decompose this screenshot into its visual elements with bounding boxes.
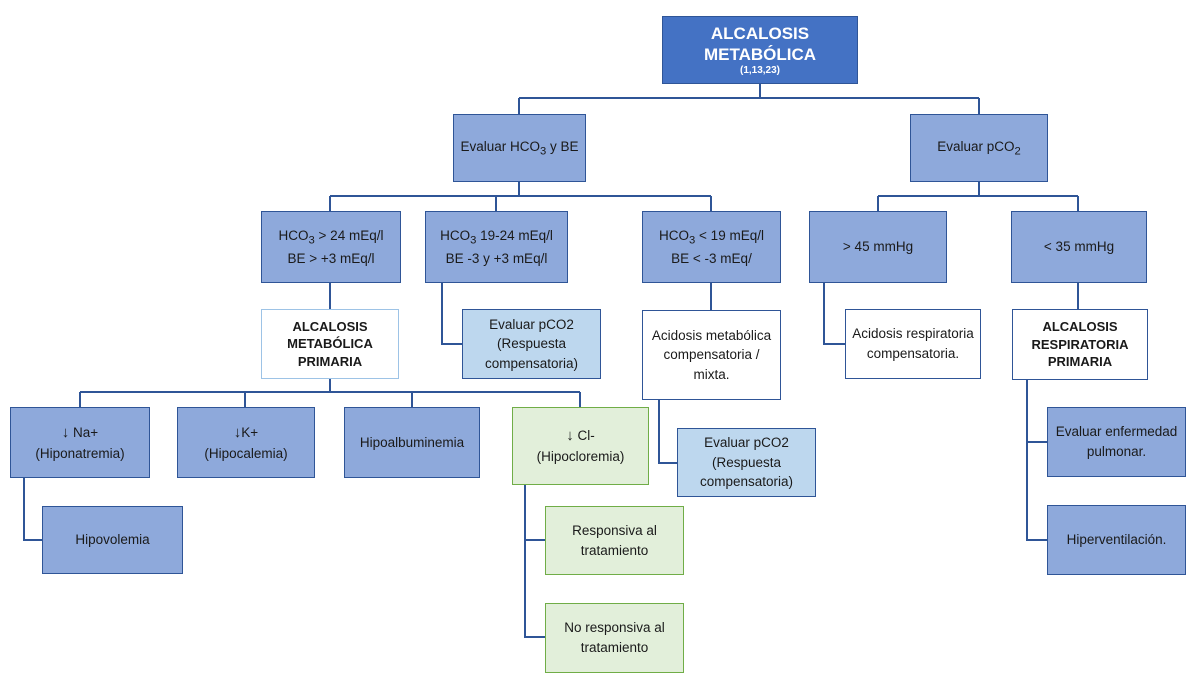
- hiperventilacion-box: Hiperventilación.: [1047, 505, 1186, 575]
- pco2-high-box: > 45 mmHg: [809, 211, 947, 283]
- alc-met-primaria-line2: METABÓLICA: [287, 336, 373, 352]
- acidosis-resp-line2: compensatoria.: [866, 346, 960, 361]
- eval-pco2-a-line3: compensatoria): [484, 355, 579, 371]
- root-alcalosis-metabolica: ALCALOSIS METABÓLICA (1,13,23): [662, 16, 858, 84]
- evaluar-pco2-box: Evaluar pCO2: [910, 114, 1048, 182]
- k-line1: ↓K+: [233, 423, 259, 441]
- down-arrow-icon: ↓: [566, 427, 574, 445]
- root-line2: METABÓLICA: [703, 44, 817, 64]
- na-line2: (Hiponatremia): [35, 445, 125, 461]
- responsiva-box: Responsiva al tratamiento: [545, 506, 684, 575]
- eval-pco2-a-line2: (Respuesta: [496, 336, 567, 352]
- eval-pco2-b-line3: compensatoria): [699, 474, 794, 490]
- hco3-high-line2: BE > +3 mEq/l: [287, 250, 375, 266]
- k-line2: (Hipocalemia): [204, 445, 288, 461]
- pco2-low-label: < 35 mmHg: [1043, 239, 1115, 255]
- alc-resp-primaria-line3: PRIMARIA: [1047, 354, 1113, 370]
- na-line1: ↓ Na+: [61, 423, 99, 441]
- acidosis-resp-line1: Acidosis respiratoria: [852, 326, 974, 342]
- responsiva-line1: Responsiva al: [572, 522, 657, 538]
- eval-pco2-b-line1: Evaluar pCO2: [704, 435, 789, 451]
- no-responsiva-line1: No responsiva al: [564, 620, 665, 636]
- acidosis-metabolica-box: Acidosis metabólica compensatoria / mixt…: [642, 310, 781, 400]
- alc-resp-primaria-line2: RESPIRATORIA: [1031, 336, 1129, 352]
- cl-line2: (Hipocloremia): [536, 449, 625, 465]
- alcalosis-metabolica-primaria-box: ALCALOSIS METABÓLICA PRIMARIA: [261, 309, 399, 379]
- evaluar-enfermedad-pulmonar-box: Evaluar enfermedad pulmonar.: [1047, 407, 1186, 477]
- evaluar-pco2-respuesta-box-a: Evaluar pCO2 (Respuesta compensatoria): [462, 309, 601, 379]
- eval-pco2-b-line2: (Respuesta: [711, 454, 782, 470]
- alc-met-primaria-line1: ALCALOSIS: [292, 318, 368, 334]
- acidosis-met-line2: compensatoria /: [663, 347, 760, 363]
- root-reference: (1,13,23): [739, 65, 781, 76]
- down-arrow-icon: ↓: [61, 423, 70, 441]
- evaluar-pco2-label: Evaluar pCO2: [937, 138, 1021, 158]
- eval-pco2-a-line1: Evaluar pCO2: [489, 316, 574, 332]
- hiperventilacion-label: Hiperventilación.: [1066, 532, 1167, 548]
- cl-line1: ↓ Cl-: [566, 427, 595, 445]
- hco3-normal-box: HCO3 19-24 mEq/l BE -3 y +3 mEq/l: [425, 211, 568, 283]
- hco3-low-line1: HCO3 < 19 mEq/l: [659, 227, 764, 247]
- hipoalbuminemia-box: Hipoalbuminemia: [344, 407, 480, 478]
- no-responsiva-line2: tratamiento: [580, 640, 649, 655]
- hco3-low-box: HCO3 < 19 mEq/l BE < -3 mEq/: [642, 211, 781, 283]
- hipovolemia-box: Hipovolemia: [42, 506, 183, 574]
- alcalosis-respiratoria-primaria-box: ALCALOSIS RESPIRATORIA PRIMARIA: [1012, 309, 1148, 380]
- hipoalb-label: Hipoalbuminemia: [359, 434, 465, 450]
- evaluar-hco3-label: Evaluar HCO3 y BE: [460, 138, 579, 158]
- hco3-normal-line1: HCO3 19-24 mEq/l: [440, 227, 553, 247]
- acidosis-respiratoria-box: Acidosis respiratoria compensatoria.: [845, 309, 981, 379]
- hiponatremia-box: ↓ Na+ (Hiponatremia): [10, 407, 150, 478]
- evaluar-hco3-be-box: Evaluar HCO3 y BE: [453, 114, 586, 182]
- hipocalemia-box: ↓K+ (Hipocalemia): [177, 407, 315, 478]
- evaluar-pco2-respuesta-box-b: Evaluar pCO2 (Respuesta compensatoria): [677, 428, 816, 497]
- hco3-high-box: HCO3 > 24 mEq/l BE > +3 mEq/l: [261, 211, 401, 283]
- hco3-normal-line2: BE -3 y +3 mEq/l: [445, 250, 548, 266]
- responsiva-line2: tratamiento: [580, 542, 649, 558]
- no-responsiva-box: No responsiva al tratamiento: [545, 603, 684, 673]
- hco3-high-line1: HCO3 > 24 mEq/l: [278, 227, 384, 247]
- enf-pulm-line1: Evaluar enfermedad: [1055, 424, 1178, 440]
- hipovolemia-label: Hipovolemia: [75, 532, 150, 548]
- hipocloremia-box: ↓ Cl- (Hipocloremia): [512, 407, 649, 485]
- enf-pulm-line2: pulmonar.: [1086, 444, 1147, 459]
- alc-met-primaria-line3: PRIMARIA: [297, 353, 363, 369]
- acidosis-met-line3: mixta.: [693, 366, 730, 382]
- pco2-high-label: > 45 mmHg: [842, 239, 914, 255]
- root-line1: ALCALOSIS: [710, 23, 810, 43]
- hco3-low-line2: BE < -3 mEq/: [671, 250, 752, 266]
- pco2-low-box: < 35 mmHg: [1011, 211, 1147, 283]
- acidosis-met-line1: Acidosis metabólica: [651, 327, 772, 343]
- alc-resp-primaria-line1: ALCALOSIS: [1042, 319, 1118, 335]
- down-arrow-icon: ↓: [233, 423, 242, 441]
